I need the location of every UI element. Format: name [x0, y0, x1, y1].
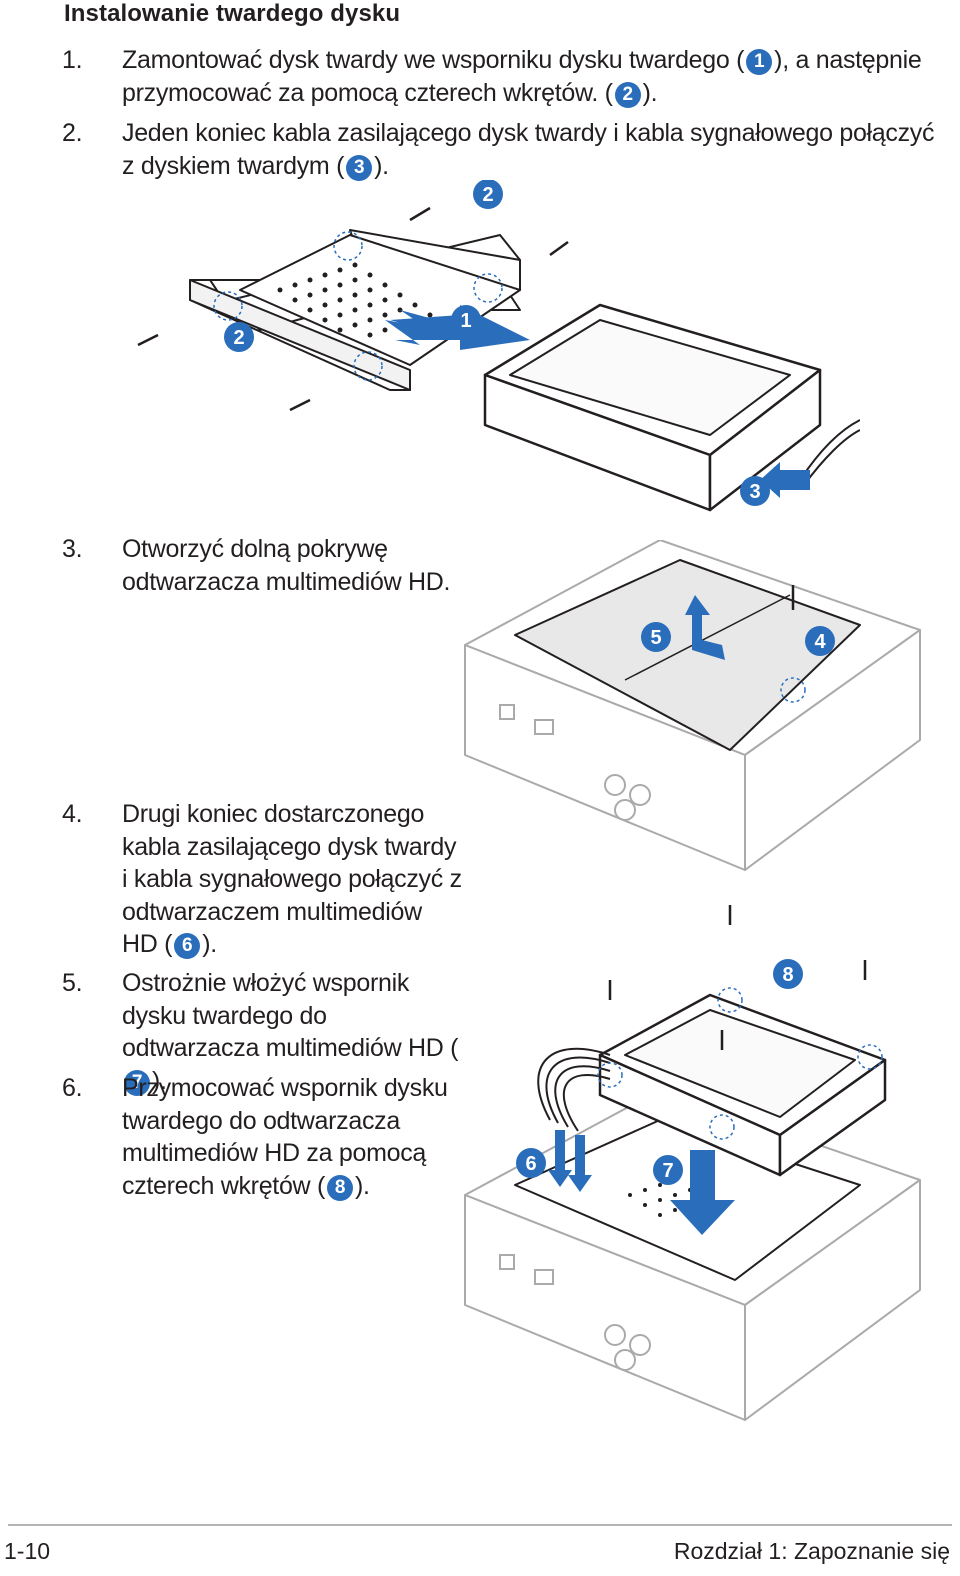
step-text: ), a następnie przymocować za pomocą czt…	[122, 46, 922, 107]
step-6: 6. Przymocować wspornik dysku twardego d…	[62, 1072, 462, 1202]
step-2: 2. Jeden koniec kabla zasilającego dysk …	[62, 117, 952, 182]
bottom-cover-illustration: 5 4	[464, 540, 921, 871]
callout-badge: 3	[346, 154, 373, 181]
step-text: Przymocować wspornik dysku twardego do o…	[122, 1074, 448, 1200]
callout-badge: 1	[746, 49, 773, 75]
step-number: 2.	[62, 119, 83, 147]
figure-badge: 3	[749, 481, 760, 503]
page-number: 1-10	[4, 1538, 51, 1564]
step-text: Zamontować dysk twardy we wsporniku dysk…	[122, 46, 745, 74]
chapter-title: Rozdział 1: Zapoznanie się	[673, 1538, 950, 1564]
step-text: ).	[642, 78, 658, 107]
step-number: 3.	[62, 535, 83, 563]
step-number: 5.	[62, 969, 83, 997]
section-title: Instalowanie twardego dysku	[64, 0, 401, 27]
callout-badge: 7	[124, 1069, 150, 1096]
step-1: 1. Zamontować dysk twardy we wsporniku d…	[62, 44, 942, 109]
step-text: ).	[202, 930, 217, 958]
insert-bracket-illustration: 8 6 7	[464, 905, 921, 1421]
callout-badge: 8	[327, 1174, 353, 1201]
step-number: 4.	[62, 800, 83, 828]
figure-badge: 5	[650, 627, 661, 649]
step-text: Otworzyć dolną pokrywę odtwarzacza multi…	[122, 535, 451, 596]
step-text: ).	[374, 151, 389, 180]
figure-badge: 6	[525, 1153, 536, 1175]
figure-badge: 4	[814, 631, 826, 653]
step-text: Drugi koniec dostarczonego kabla zasilaj…	[122, 800, 462, 958]
step-text: ).	[355, 1171, 370, 1200]
footer-divider	[8, 1524, 952, 1526]
step-number: 6.	[62, 1074, 83, 1102]
callout-badge: 2	[614, 81, 641, 108]
step-3: 3. Otworzyć dolną pokrywę odtwarzacza mu…	[62, 533, 462, 598]
figure-badge: 1	[460, 310, 471, 332]
figure-badge: 7	[662, 1160, 673, 1182]
callout-badge: 6	[174, 933, 201, 959]
figure-badge: 2	[233, 327, 244, 349]
step-5: 5. Ostrożnie włożyć wspornik dysku tward…	[62, 967, 462, 1097]
step-text: Jeden koniec kabla zasilającego dysk twa…	[122, 119, 935, 180]
hdd-bracket-illustration: 2 1 2 3	[137, 180, 860, 512]
step-4: 4. Drugi koniec dostarczonego kabla zasi…	[62, 798, 462, 961]
step-text: ).	[152, 1066, 167, 1095]
step-text: Ostrożnie włożyć wspornik dysku twardego…	[122, 969, 459, 1062]
figure-badge: 2	[482, 184, 493, 206]
step-number: 1.	[62, 46, 83, 74]
figure-badge: 8	[782, 964, 793, 986]
